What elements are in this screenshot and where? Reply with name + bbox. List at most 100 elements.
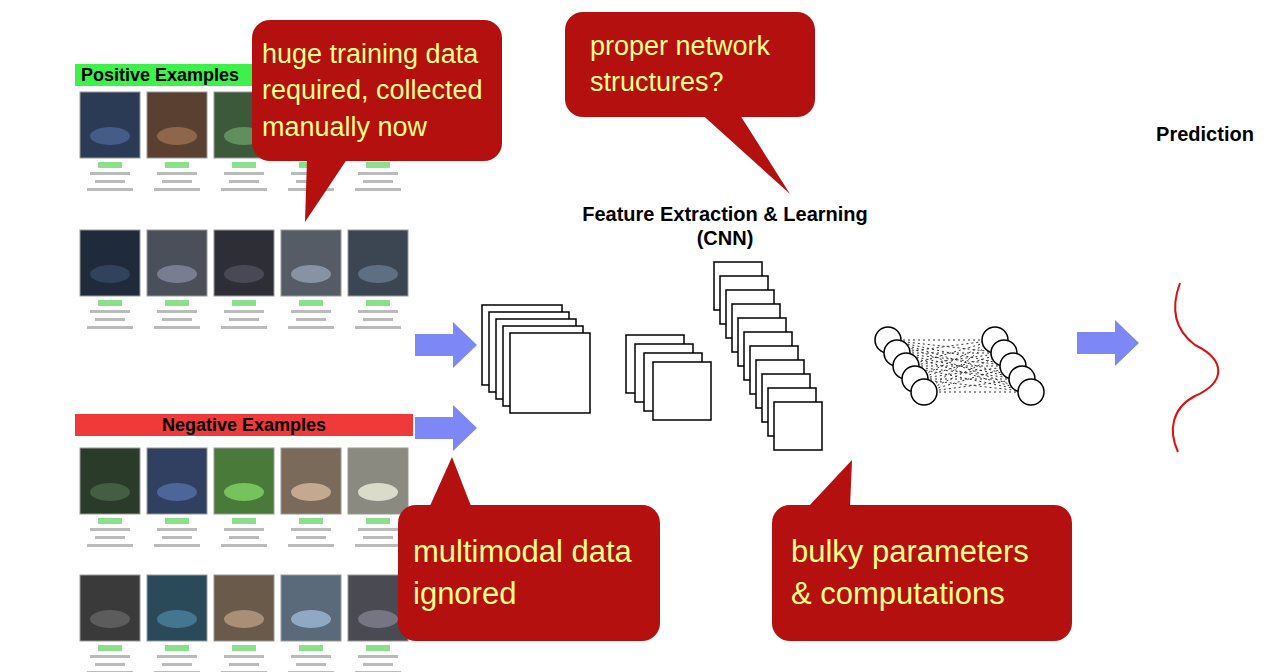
score-bar xyxy=(232,645,256,651)
caption-line xyxy=(358,528,398,531)
section-label: Positive Examples xyxy=(81,64,239,86)
caption-line xyxy=(363,180,393,183)
block-heading: Prediction xyxy=(1140,118,1270,146)
caption-line xyxy=(224,528,264,531)
thumbnail xyxy=(80,92,140,191)
thumbnail xyxy=(214,230,274,329)
dense-link xyxy=(906,353,1004,366)
thumbnail xyxy=(348,230,408,329)
thumbnail xyxy=(80,230,140,329)
caption-line xyxy=(157,310,197,313)
feature-map xyxy=(510,333,590,413)
thumbnail-subject xyxy=(291,610,331,628)
dense-link xyxy=(888,340,995,341)
score-bar xyxy=(366,645,390,651)
caption-line xyxy=(355,188,401,191)
thumbnail-photo xyxy=(214,230,274,296)
caption-line xyxy=(291,310,331,313)
feature-map xyxy=(653,362,711,420)
example-group: Negative Examples xyxy=(75,414,413,668)
caption-line xyxy=(87,544,133,547)
neuron xyxy=(1018,379,1044,405)
flow-arrow xyxy=(415,405,477,451)
thumbnail-subject xyxy=(224,265,264,283)
callout-box: bulky parameters & computations xyxy=(772,505,1072,641)
score-bar xyxy=(98,645,122,651)
caption-line xyxy=(358,655,398,658)
prediction-block: Prediction xyxy=(1140,118,1270,458)
thumbnail xyxy=(147,575,207,672)
caption-line xyxy=(87,326,133,329)
thumbnail-subject xyxy=(90,483,130,501)
caption-line xyxy=(358,310,398,313)
callout-pointer xyxy=(808,460,852,507)
thumbnail-subject xyxy=(157,265,197,283)
caption-line xyxy=(162,180,192,183)
thumbnail-subject xyxy=(90,265,130,283)
thumbnail xyxy=(214,575,274,672)
thumbnail xyxy=(281,448,341,547)
thumbnail-subject xyxy=(358,265,398,283)
caption-line xyxy=(363,663,393,666)
caption-line xyxy=(221,544,267,547)
cnn-block: Feature Extraction & Learning (CNN) xyxy=(478,198,1075,470)
caption-line xyxy=(87,671,133,672)
caption-line xyxy=(157,172,197,175)
thumbnail-photo xyxy=(80,448,140,514)
thumbnail xyxy=(80,448,140,547)
thumbnail-photo xyxy=(214,448,274,514)
score-bar xyxy=(366,162,390,168)
thumbnail-photo xyxy=(281,448,341,514)
caption-line xyxy=(221,671,267,672)
caption-line xyxy=(288,326,334,329)
caption-line xyxy=(154,326,200,329)
flow-arrow xyxy=(1077,320,1139,366)
caption-line xyxy=(229,536,259,539)
score-bar xyxy=(299,645,323,651)
prediction-curve xyxy=(1173,283,1218,452)
dense-link xyxy=(915,366,1013,379)
caption-line xyxy=(162,536,192,539)
callout-text: proper network structures? xyxy=(590,28,790,101)
caption-line xyxy=(95,536,125,539)
score-bar xyxy=(366,518,390,524)
caption-line xyxy=(363,536,393,539)
thumbnail xyxy=(281,230,341,329)
score-bar xyxy=(98,162,122,168)
thumbnail-photo xyxy=(80,230,140,296)
caption-line xyxy=(288,544,334,547)
caption-line xyxy=(90,655,130,658)
caption-line xyxy=(229,180,259,183)
caption-line xyxy=(224,655,264,658)
caption-line xyxy=(224,310,264,313)
thumbnail-subject xyxy=(291,483,331,501)
thumbnail-photo xyxy=(147,575,207,641)
caption-line xyxy=(221,326,267,329)
score-bar xyxy=(232,162,256,168)
score-bar xyxy=(232,518,256,524)
caption-line xyxy=(224,172,264,175)
caption-line xyxy=(296,536,326,539)
flow-arrow xyxy=(415,322,477,368)
thumbnail-photo xyxy=(214,575,274,641)
dense-link xyxy=(897,340,995,353)
caption-line xyxy=(162,318,192,321)
caption-line xyxy=(296,318,326,321)
caption-line xyxy=(363,318,393,321)
thumbnail-subject xyxy=(291,265,331,283)
callout-text: huge training data required, collected m… xyxy=(262,36,492,145)
thumbnail xyxy=(281,575,341,672)
thumbnail-photo xyxy=(80,92,140,158)
feature-map xyxy=(774,402,822,450)
thumbnail-photo xyxy=(348,230,408,296)
caption-line xyxy=(355,544,401,547)
score-bar xyxy=(165,300,189,306)
thumbnail xyxy=(147,230,207,329)
callout-text: bulky parameters & computations xyxy=(791,531,1053,615)
thumbnail-photo xyxy=(80,575,140,641)
caption-line xyxy=(288,671,334,672)
score-bar xyxy=(165,162,189,168)
caption-line xyxy=(154,671,200,672)
thumbnail-subject xyxy=(90,610,130,628)
section-label: Negative Examples xyxy=(162,414,326,436)
